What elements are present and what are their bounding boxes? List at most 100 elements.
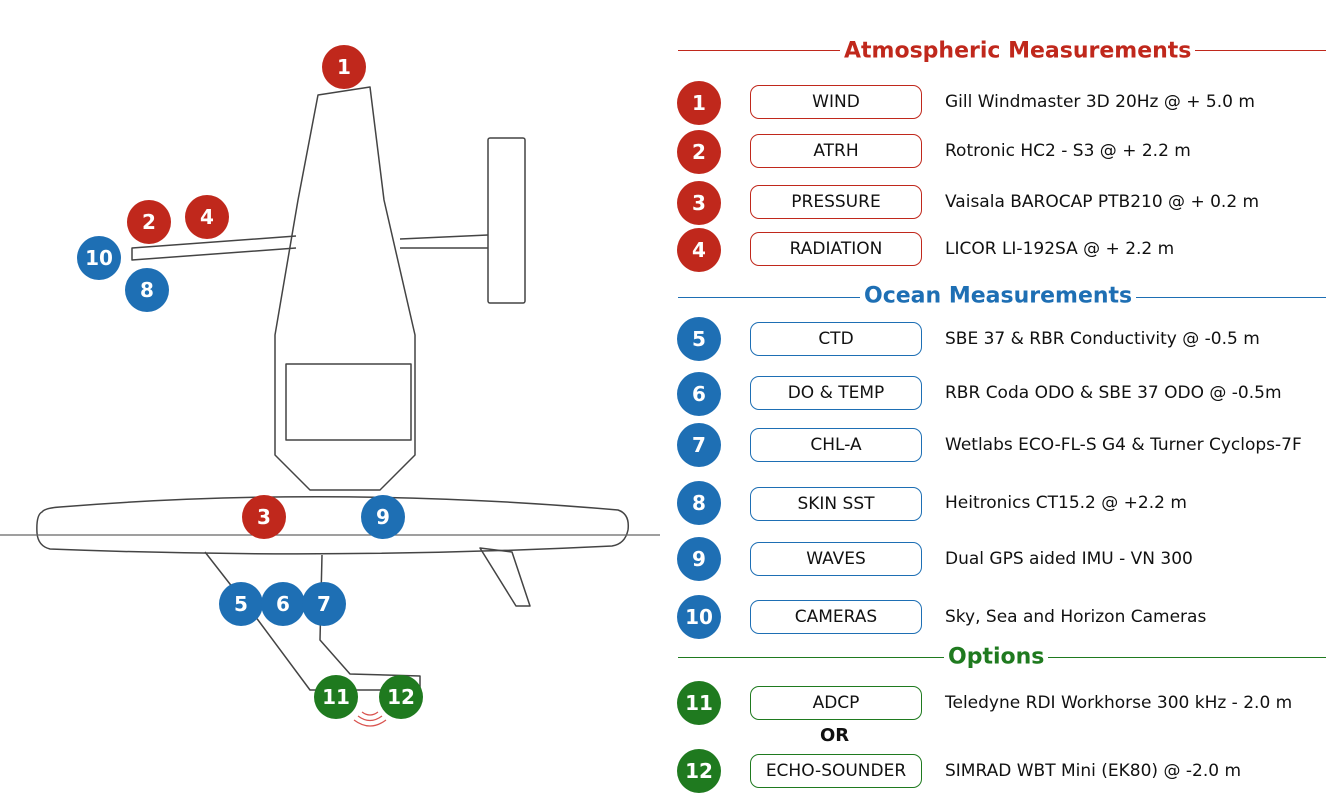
diagram-marker-3: 3: [242, 495, 286, 539]
legend-label-text: SKIN SST: [797, 494, 875, 514]
legend-description-pressure: Vaisala BAROCAP PTB210 @ + 0.2 m: [945, 192, 1260, 212]
marker-number: 6: [276, 592, 290, 616]
options-section-title: Options: [944, 644, 1049, 670]
wing-panel: [285, 363, 412, 441]
legend-number-7: 7: [677, 423, 721, 467]
legend-number-text: 7: [692, 433, 706, 457]
legend-description-chl-a: Wetlabs ECO-FL-S G4 & Turner Cyclops-7F: [945, 435, 1302, 455]
keel-outline: [204, 551, 421, 691]
diagram-marker-10: 10: [77, 236, 121, 280]
legend-label-echo-sounder: ECHO-SOUNDER: [750, 754, 922, 788]
legend-number-4: 4: [677, 228, 721, 272]
legend-description-echo-sounder: SIMRAD WBT Mini (EK80) @ -2.0 m: [945, 761, 1241, 781]
sonar-wave-3: [353, 719, 387, 727]
marker-number: 5: [234, 592, 248, 616]
legend-number-12: 12: [677, 749, 721, 793]
diagram-marker-4: 4: [185, 195, 229, 239]
legend-label-text: WAVES: [806, 549, 866, 569]
legend-number-5: 5: [677, 317, 721, 361]
saildrone-diagram: [0, 86, 660, 727]
sonar-wave-2: [357, 715, 383, 722]
legend-description-ctd: SBE 37 & RBR Conductivity @ -0.5 m: [945, 329, 1260, 349]
diagram-marker-12: 12: [379, 675, 423, 719]
legend-label-text: PRESSURE: [791, 192, 881, 212]
legend-label-atrh: ATRH: [750, 134, 922, 168]
atmospheric-section-title: Atmospheric Measurements: [840, 38, 1196, 64]
legend-description-wind: Gill Windmaster 3D 20Hz @ + 5.0 m: [945, 92, 1255, 112]
legend-number-3: 3: [677, 181, 721, 225]
tail-fin: [487, 137, 526, 304]
legend-number-text: 12: [685, 759, 713, 783]
legend-label-radiation: RADIATION: [750, 232, 922, 266]
legend-number-text: 5: [692, 327, 706, 351]
legend-label-text: ATRH: [813, 141, 859, 161]
legend-label-wind: WIND: [750, 85, 922, 119]
diagram-marker-1: 1: [322, 45, 366, 89]
legend-description-do-temp: RBR Coda ODO & SBE 37 ODO @ -0.5m: [945, 383, 1282, 403]
legend-number-text: 11: [685, 691, 713, 715]
sonar-wave-1: [361, 711, 379, 716]
legend-number-8: 8: [677, 481, 721, 525]
legend-label-text: CHL-A: [810, 435, 862, 455]
legend-number-11: 11: [677, 681, 721, 725]
right-boom: [399, 234, 489, 249]
legend-number-text: 1: [692, 91, 706, 115]
legend-number-text: 3: [692, 191, 706, 215]
marker-number: 12: [387, 685, 415, 709]
legend-label-skin-sst: SKIN SST: [750, 487, 922, 521]
legend-number-text: 8: [692, 491, 706, 515]
legend-number-9: 9: [677, 537, 721, 581]
marker-number: 11: [322, 685, 350, 709]
diagram-marker-9: 9: [361, 495, 405, 539]
rudder-outline: [479, 547, 531, 607]
legend-label-text: ECHO-SOUNDER: [765, 761, 907, 781]
hull-outline: [36, 495, 630, 555]
legend-description-radiation: LICOR LI-192SA @ + 2.2 m: [945, 239, 1175, 259]
legend-number-10: 10: [677, 595, 721, 639]
diagram-marker-11: 11: [314, 675, 358, 719]
legend-number-2: 2: [677, 130, 721, 174]
marker-number: 9: [376, 505, 390, 529]
legend-label-text: RADIATION: [789, 239, 883, 259]
legend-description-skin-sst: Heitronics CT15.2 @ +2.2 m: [945, 493, 1187, 513]
marker-number: 4: [200, 205, 214, 229]
legend-label-chl-a: CHL-A: [750, 428, 922, 462]
legend-number-text: 2: [692, 140, 706, 164]
legend-label-text: WIND: [812, 92, 860, 112]
diagram-marker-2: 2: [127, 200, 171, 244]
diagram-marker-7: 7: [302, 582, 346, 626]
diagram-marker-6: 6: [261, 582, 305, 626]
marker-number: 3: [257, 505, 271, 529]
legend-label-ctd: CTD: [750, 322, 922, 356]
legend-label-text: ADCP: [812, 693, 860, 713]
legend-number-1: 1: [677, 81, 721, 125]
left-boom: [131, 235, 297, 261]
legend-number-text: 10: [685, 605, 713, 629]
marker-number: 1: [337, 55, 351, 79]
marker-number: 10: [85, 246, 113, 270]
marker-number: 2: [142, 210, 156, 234]
legend-number-6: 6: [677, 372, 721, 416]
legend-label-do-temp: DO & TEMP: [750, 376, 922, 410]
legend-label-text: CTD: [818, 329, 854, 349]
diagram-marker-8: 8: [125, 268, 169, 312]
legend-number-text: 6: [692, 382, 706, 406]
legend-label-waves: WAVES: [750, 542, 922, 576]
legend-number-text: 9: [692, 547, 706, 571]
legend-label-text: DO & TEMP: [787, 383, 885, 403]
legend-number-text: 4: [692, 238, 706, 262]
or-label: OR: [820, 725, 850, 746]
marker-number: 8: [140, 278, 154, 302]
legend-label-pressure: PRESSURE: [750, 185, 922, 219]
legend-description-cameras: Sky, Sea and Horizon Cameras: [945, 607, 1207, 627]
legend-label-text: CAMERAS: [794, 607, 878, 627]
legend-description-waves: Dual GPS aided IMU - VN 300: [945, 549, 1193, 569]
wing-outline: [274, 86, 416, 491]
legend-label-cameras: CAMERAS: [750, 600, 922, 634]
legend-description-adcp: Teledyne RDI Workhorse 300 kHz - 2.0 m: [945, 693, 1293, 713]
legend-description-atrh: Rotronic HC2 - S3 @ + 2.2 m: [945, 141, 1191, 161]
marker-number: 7: [317, 592, 331, 616]
ocean-section-title: Ocean Measurements: [860, 283, 1137, 309]
legend-label-adcp: ADCP: [750, 686, 922, 720]
diagram-marker-5: 5: [219, 582, 263, 626]
